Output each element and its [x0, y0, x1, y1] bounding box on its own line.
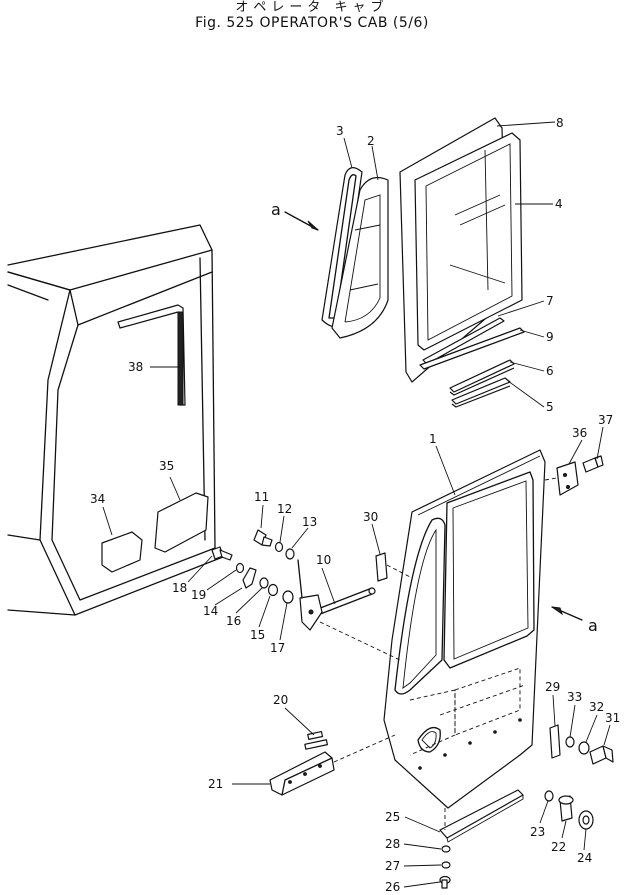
part-32-washer	[578, 741, 590, 755]
part-9-strip	[419, 327, 525, 370]
callout-12: 12	[277, 502, 292, 516]
cab-body	[7, 224, 229, 616]
part-10-lock-rod	[297, 559, 401, 661]
callout-10: 10	[316, 553, 331, 567]
callout-4: 4	[555, 197, 563, 211]
leader-lines	[102, 121, 611, 888]
callout-16: 16	[226, 614, 241, 628]
callout-32: 32	[589, 700, 604, 714]
callout-18: 18	[172, 581, 187, 595]
part-30-plate	[375, 552, 388, 582]
part-33-washer	[565, 736, 575, 748]
callout-7: 7	[546, 294, 554, 308]
callout-13: 13	[302, 515, 317, 529]
callout-labels: a a 8 2 3 4 7 9 6 5 38 1 36 37 35 34 11 …	[90, 116, 620, 894]
callout-26: 26	[385, 880, 400, 894]
part-18-bolt	[211, 546, 233, 561]
callout-15: 15	[250, 628, 265, 642]
callout-2: 2	[367, 134, 375, 148]
callout-9: 9	[546, 330, 554, 344]
callout-19: 19	[191, 588, 206, 602]
callout-22: 22	[551, 840, 566, 854]
part-26-bolt	[439, 875, 451, 889]
part-12-washer	[274, 541, 284, 553]
callout-24: 24	[577, 851, 592, 865]
callout-20: 20	[273, 693, 288, 707]
diagram-title: Fig. 525 OPERATOR'S CAB (5/6)	[195, 15, 429, 31]
part-29-striker	[549, 724, 561, 759]
part-23-washer	[544, 790, 554, 802]
callout-38: 38	[128, 360, 143, 374]
part-36-hinge	[544, 461, 579, 496]
part-19-washer	[235, 562, 245, 574]
part-6-channel	[449, 359, 515, 396]
callout-23: 23	[530, 825, 545, 839]
callout-28: 28	[385, 837, 400, 851]
part-21-bracket	[269, 734, 396, 796]
callout-1: 1	[429, 432, 437, 446]
callout-29: 29	[545, 680, 560, 694]
callout-33: 33	[567, 690, 582, 704]
callout-27: 27	[385, 859, 400, 873]
part-37-bolt	[582, 455, 604, 473]
part-17-washer	[282, 590, 294, 604]
callout-21: 21	[208, 777, 223, 791]
callout-37: 37	[598, 413, 613, 427]
part-15-washer	[267, 583, 279, 597]
part-35-cover	[154, 492, 209, 553]
part-1-door	[383, 449, 546, 809]
part-27-washer	[441, 861, 451, 869]
callout-3: 3	[336, 124, 344, 138]
callout-6: 6	[546, 364, 554, 378]
diagram-title-japanese: オペレータ キャブ	[235, 0, 389, 15]
part-34-cover	[101, 531, 143, 573]
callout-30: 30	[363, 510, 378, 524]
part-16-washer	[259, 577, 269, 589]
part-2-triangle-glass	[331, 177, 389, 339]
part-4-door-glass	[414, 132, 523, 351]
callout-8: 8	[556, 116, 564, 130]
view-label-a-right: a	[588, 616, 598, 635]
part-13-washer	[285, 548, 295, 560]
part-3-window-seal	[321, 167, 363, 328]
callout-34: 34	[90, 492, 105, 506]
part-20-pin	[304, 730, 328, 750]
part-22-bolt	[558, 795, 574, 822]
callout-17: 17	[270, 641, 285, 655]
part-11-bolt	[253, 529, 273, 547]
part-25-plate	[439, 789, 524, 843]
callout-14: 14	[203, 604, 218, 618]
callout-31: 31	[605, 711, 620, 725]
part-28-washer	[441, 845, 451, 853]
callout-5: 5	[546, 400, 554, 414]
part-31-bolt	[589, 745, 614, 765]
part-38-seal-strip	[117, 304, 186, 406]
callout-11: 11	[254, 490, 269, 504]
part-14-bracket	[242, 567, 257, 589]
callout-36: 36	[572, 426, 587, 440]
callout-25: 25	[385, 810, 400, 824]
callout-35: 35	[159, 459, 174, 473]
part-24-nut	[578, 810, 594, 830]
view-label-a-top: a	[271, 200, 281, 219]
